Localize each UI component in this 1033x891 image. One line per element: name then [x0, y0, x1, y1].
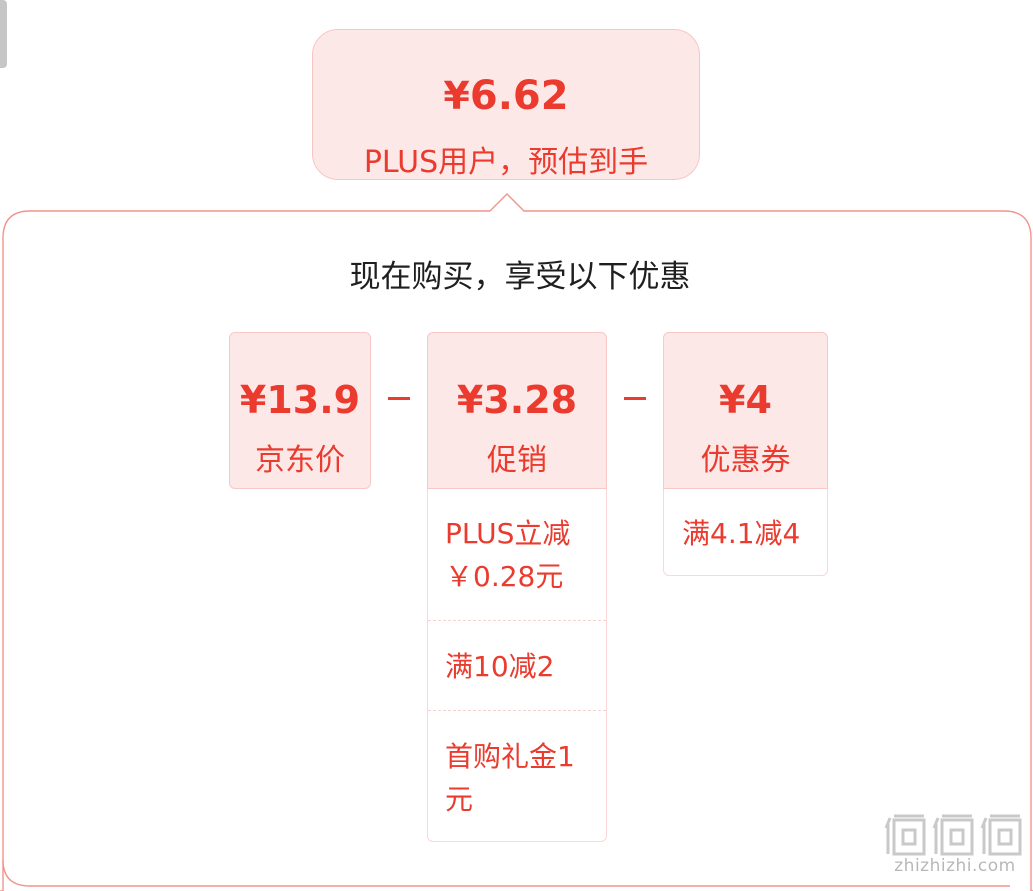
detail-divider	[428, 710, 606, 711]
watermark-text: zhizhizhi.com	[894, 856, 1016, 876]
estimated-price-value: 6.62	[469, 73, 569, 119]
jd-price-amount: ¥13.9	[239, 378, 361, 422]
coupon-detail: 满4.1减4	[682, 517, 801, 550]
jd-price-card: ¥13.9 京东价	[229, 332, 371, 489]
promotion-amount: ¥3.28	[456, 378, 578, 422]
coupon-label: 优惠券	[700, 443, 791, 478]
promotion-detail-plus: PLUS立减￥0.28元	[445, 517, 571, 593]
watermark-logo-icon	[884, 814, 1022, 856]
estimated-price-bubble: ¥6.62 PLUS用户，预估到手	[312, 29, 700, 180]
scrollbar-thumb[interactable]	[0, 0, 7, 68]
promotion-details: PLUS立减￥0.28元 满10减2 首购礼金1元	[427, 489, 607, 842]
coupon-details: 满4.1减4	[663, 489, 828, 576]
promotion-detail-first-purchase: 首购礼金1元	[445, 740, 575, 816]
panel-title: 现在购买，享受以下优惠	[349, 259, 691, 295]
jd-price-label: 京东价	[255, 443, 345, 478]
estimated-price-caption: PLUS用户，预估到手	[363, 145, 649, 180]
promotion-card: ¥3.28 促销	[427, 332, 607, 489]
promotion-label: 促销	[487, 443, 547, 478]
estimated-price: ¥6.62	[313, 76, 699, 116]
coupon-card: ¥4 优惠券	[663, 332, 828, 489]
coupon-amount: ¥4	[719, 378, 772, 422]
promotion-detail-full-reduction: 满10减2	[445, 650, 555, 683]
detail-divider	[428, 620, 606, 621]
minus-operator-1	[388, 397, 410, 400]
currency-symbol: ¥	[443, 74, 470, 118]
minus-operator-2	[624, 397, 646, 400]
